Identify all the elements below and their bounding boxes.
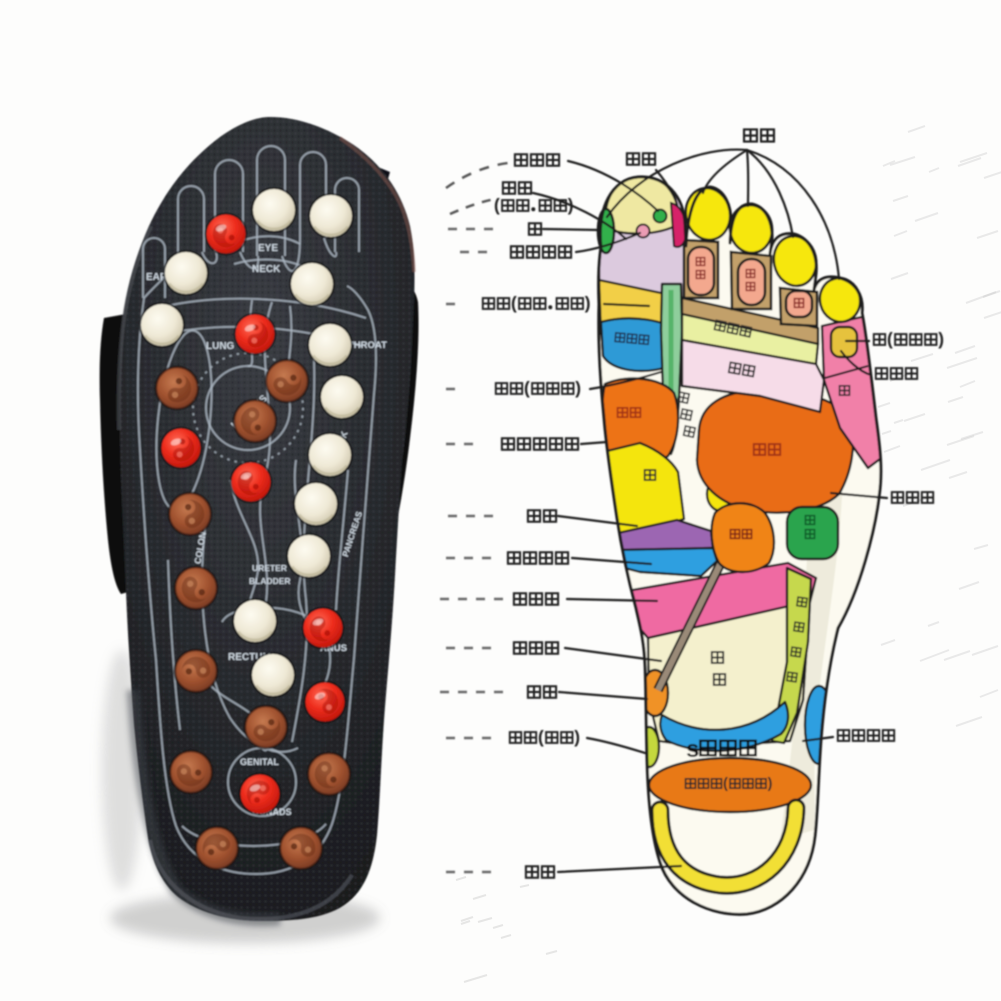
svg-text:NECK: NECK [252, 264, 281, 275]
svg-text:URETER: URETER [252, 563, 287, 573]
svg-text:(: ( [511, 293, 517, 313]
svg-text:EAR: EAR [146, 272, 168, 283]
svg-text:): ) [938, 329, 944, 349]
svg-text:): ) [568, 195, 574, 215]
svg-text:): ) [575, 378, 581, 398]
svg-text:(: ( [494, 195, 500, 215]
svg-text:THROAT: THROAT [348, 340, 387, 351]
svg-text:): ) [585, 293, 591, 313]
svg-text:EYE: EYE [258, 243, 278, 254]
svg-text:RECTUM: RECTUM [228, 652, 271, 663]
svg-text:(: ( [524, 378, 530, 398]
svg-text:LUNG: LUNG [206, 341, 235, 352]
svg-text:(: ( [538, 727, 544, 747]
svg-text:ANUS: ANUS [320, 643, 347, 654]
svg-text:s: s [686, 736, 699, 763]
svg-text:(: ( [723, 775, 728, 792]
svg-text:): ) [574, 727, 580, 747]
svg-text:(: ( [887, 329, 893, 349]
svg-text:BLADDER: BLADDER [249, 576, 291, 586]
svg-text:GENITAL: GENITAL [240, 757, 279, 767]
svg-text:): ) [767, 775, 772, 792]
